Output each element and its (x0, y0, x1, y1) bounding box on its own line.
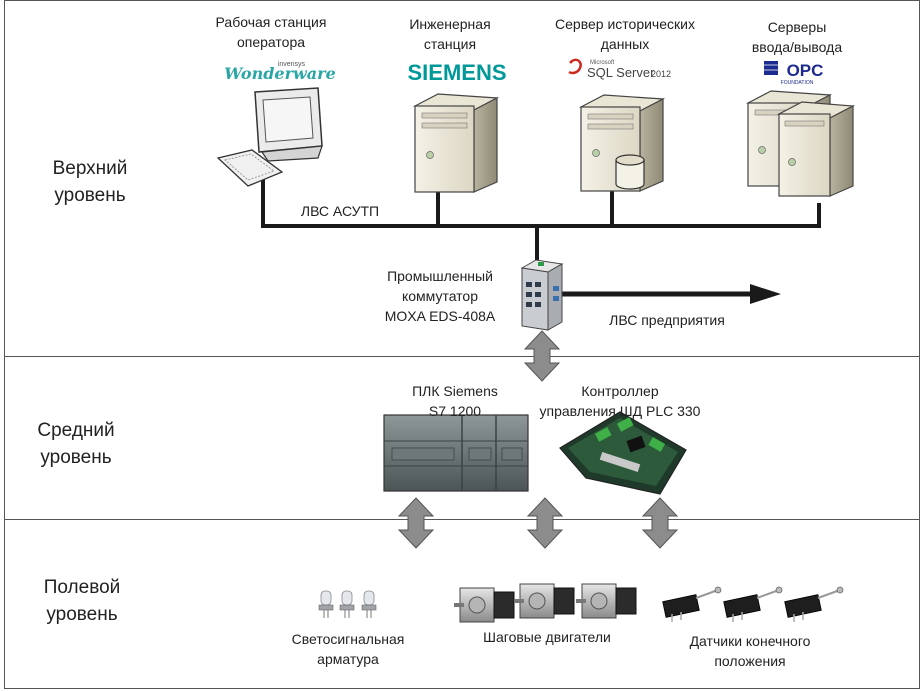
engineering-station-label: Инженерная станция (409, 16, 491, 52)
middle-level-line-2: уровень (40, 447, 112, 468)
stepper-motors-icon (454, 583, 637, 623)
operator-station-label: Рабочая станция оператора (215, 14, 327, 50)
switch-to-middle-double-arrow (523, 330, 561, 382)
field-level-line-2: уровень (46, 604, 118, 625)
sql-server-logo: Microsoft SQL Server 2012 (568, 58, 671, 80)
stepper-controller-label: Контроллер управления ШД PLC 330 (539, 383, 701, 419)
middle-field-divider (4, 519, 920, 520)
svg-text:Wonderware: Wonderware (224, 64, 336, 83)
control-lan-label: ЛВС АСУТП (300, 203, 380, 219)
switch-label: Промышленный коммутатор MOXA EDS-408A (384, 268, 496, 324)
middle-level-line-1: Средний (37, 420, 115, 441)
plc-to-field-double-arrow-1 (397, 497, 435, 549)
engineering-station-icon (412, 93, 500, 193)
svg-text:FOUNDATION: FOUNDATION (781, 80, 814, 86)
upper-level-label: Верхний уровень (30, 155, 150, 209)
opc-logo: OPC FOUNDATION (762, 61, 823, 86)
diagram-frame (4, 0, 920, 689)
enterprise-lan-arrow (562, 284, 781, 304)
signal-lights-label: Светосигнальная арматура (291, 631, 405, 667)
siemens-plc-icon (383, 414, 529, 492)
svg-text:2012: 2012 (651, 69, 671, 79)
svg-text:invensys: invensys (278, 61, 306, 68)
middle-level-label: Средний уровень (16, 417, 136, 471)
io-servers-label: Серверы ввода/вывода (751, 19, 843, 55)
svg-text:SIEMENS: SIEMENS (407, 60, 506, 85)
limit-switches-label: Датчики конечного положения (689, 633, 811, 669)
enterprise-lan-label: ЛВС предприятия (609, 312, 725, 328)
moxa-switch-icon (520, 259, 564, 331)
upper-level-line-1: Верхний (52, 158, 128, 179)
limit-switches-icon (662, 586, 844, 622)
siemens-logo: SIEMENS (407, 60, 506, 85)
operator-workstation-icon (216, 87, 323, 187)
svg-text:Microsoft: Microsoft (590, 60, 615, 66)
field-level-line-1: Полевой (43, 577, 121, 598)
historian-server-label: Сервер исторических данных (555, 16, 695, 52)
signal-lights-icon (318, 590, 377, 618)
stepper-controller-icon (559, 411, 687, 495)
controller-to-field-double-arrow (641, 497, 679, 549)
svg-text:OPC: OPC (787, 61, 824, 80)
control-lan-bus (261, 171, 821, 264)
stepper-motors-label: Шаговые двигатели (483, 629, 611, 645)
upper-level-line-2: уровень (54, 185, 126, 206)
plc-label: ПЛК Siemens S7 1200 (412, 383, 498, 419)
svg-text:SQL Server: SQL Server (587, 65, 655, 80)
wonderware-logo: invensys Wonderware (224, 61, 336, 83)
io-servers-icon (745, 90, 856, 197)
plc-to-field-double-arrow-2 (526, 497, 564, 549)
historian-server-icon (578, 94, 666, 192)
field-level-label: Полевой уровень (22, 574, 142, 628)
upper-middle-divider (4, 356, 920, 357)
